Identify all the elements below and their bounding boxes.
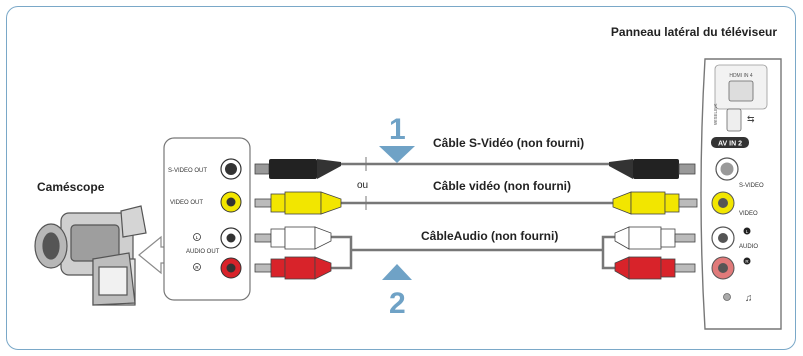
- av-in-label: AV IN 2: [718, 141, 742, 148]
- audio-r-letter: R: [195, 265, 199, 270]
- svideo-plug-left: [254, 159, 341, 179]
- svideo-cable-label: Câble S-Vidéo (non fourni): [433, 136, 584, 150]
- video-out-label: VIDEO OUT: [170, 200, 203, 206]
- audio-l-plug-left: [254, 226, 332, 250]
- usb-icon: ⇆: [747, 114, 755, 124]
- step-2-number: 2: [389, 287, 406, 320]
- audio-r-marker: [193, 263, 201, 271]
- tv-audio-l-letter: L: [746, 229, 749, 234]
- diagram-frame: Panneau latéral du téléviseur Caméscope …: [6, 6, 796, 350]
- video-plug-right: [612, 191, 698, 215]
- camcorder-illustration: [34, 205, 147, 306]
- camcorder-audio-r-jack: [220, 257, 242, 279]
- audio-cable-left-bend: [331, 235, 353, 270]
- camcorder-audio-l-jack: [220, 227, 242, 249]
- connection-diagram: Panneau latéral du téléviseur Caméscope …: [34, 25, 782, 330]
- step-1-number: 1: [389, 113, 406, 146]
- tv-audio-r-jack: [711, 256, 735, 280]
- headphone-icon: ♫: [745, 293, 753, 304]
- tv-audio-r-marker: [743, 257, 751, 265]
- tv-svideo-jack: [715, 157, 739, 181]
- camcorder-label: Caméscope: [37, 180, 105, 194]
- hdmi-label: HDMI IN 4: [729, 73, 753, 79]
- video-plug-left: [254, 191, 342, 215]
- tv-audio-r-letter: R: [745, 259, 749, 264]
- wiselink-label: WISELINK: [713, 103, 718, 125]
- audio-r-plug-right: [614, 256, 696, 280]
- video-cable-label: Câble vidéo (non fourni): [433, 179, 571, 193]
- audio-out-label: AUDIO OUT: [186, 249, 220, 255]
- tv-audio-l-jack: [711, 226, 735, 250]
- camcorder-svideo-jack: [220, 158, 242, 180]
- svideo-out-label: S-VIDEO OUT: [168, 168, 207, 174]
- tv-headphone-jack: [723, 293, 731, 301]
- audio-l-marker: [193, 233, 201, 241]
- tv-audio-l-marker: [743, 227, 751, 235]
- tv-side-panel-title: Panneau latéral du téléviseur: [611, 25, 777, 39]
- audio-cable-label: CâbleAudio (non fourni): [421, 229, 558, 243]
- audio-l-plug-right: [614, 226, 696, 250]
- audio-l-letter: L: [196, 235, 199, 240]
- audio-r-plug-left: [254, 256, 332, 280]
- tv-audio-label: AUDIO: [739, 244, 758, 250]
- audio-cable-right-bend: [601, 235, 615, 270]
- tv-svideo-label: S-VIDEO: [739, 183, 764, 189]
- step-2-arrow: [382, 264, 412, 280]
- camcorder-video-jack: [220, 191, 242, 213]
- step-1-arrow: [379, 146, 415, 163]
- av-in-badge: [711, 137, 749, 148]
- tv-video-jack: [711, 191, 735, 215]
- svideo-plug-right: [609, 159, 696, 179]
- or-label: ou: [357, 180, 368, 191]
- tv-video-label: VIDEO: [739, 211, 758, 217]
- hdmi-port: [728, 80, 754, 102]
- usb-port: [726, 108, 742, 132]
